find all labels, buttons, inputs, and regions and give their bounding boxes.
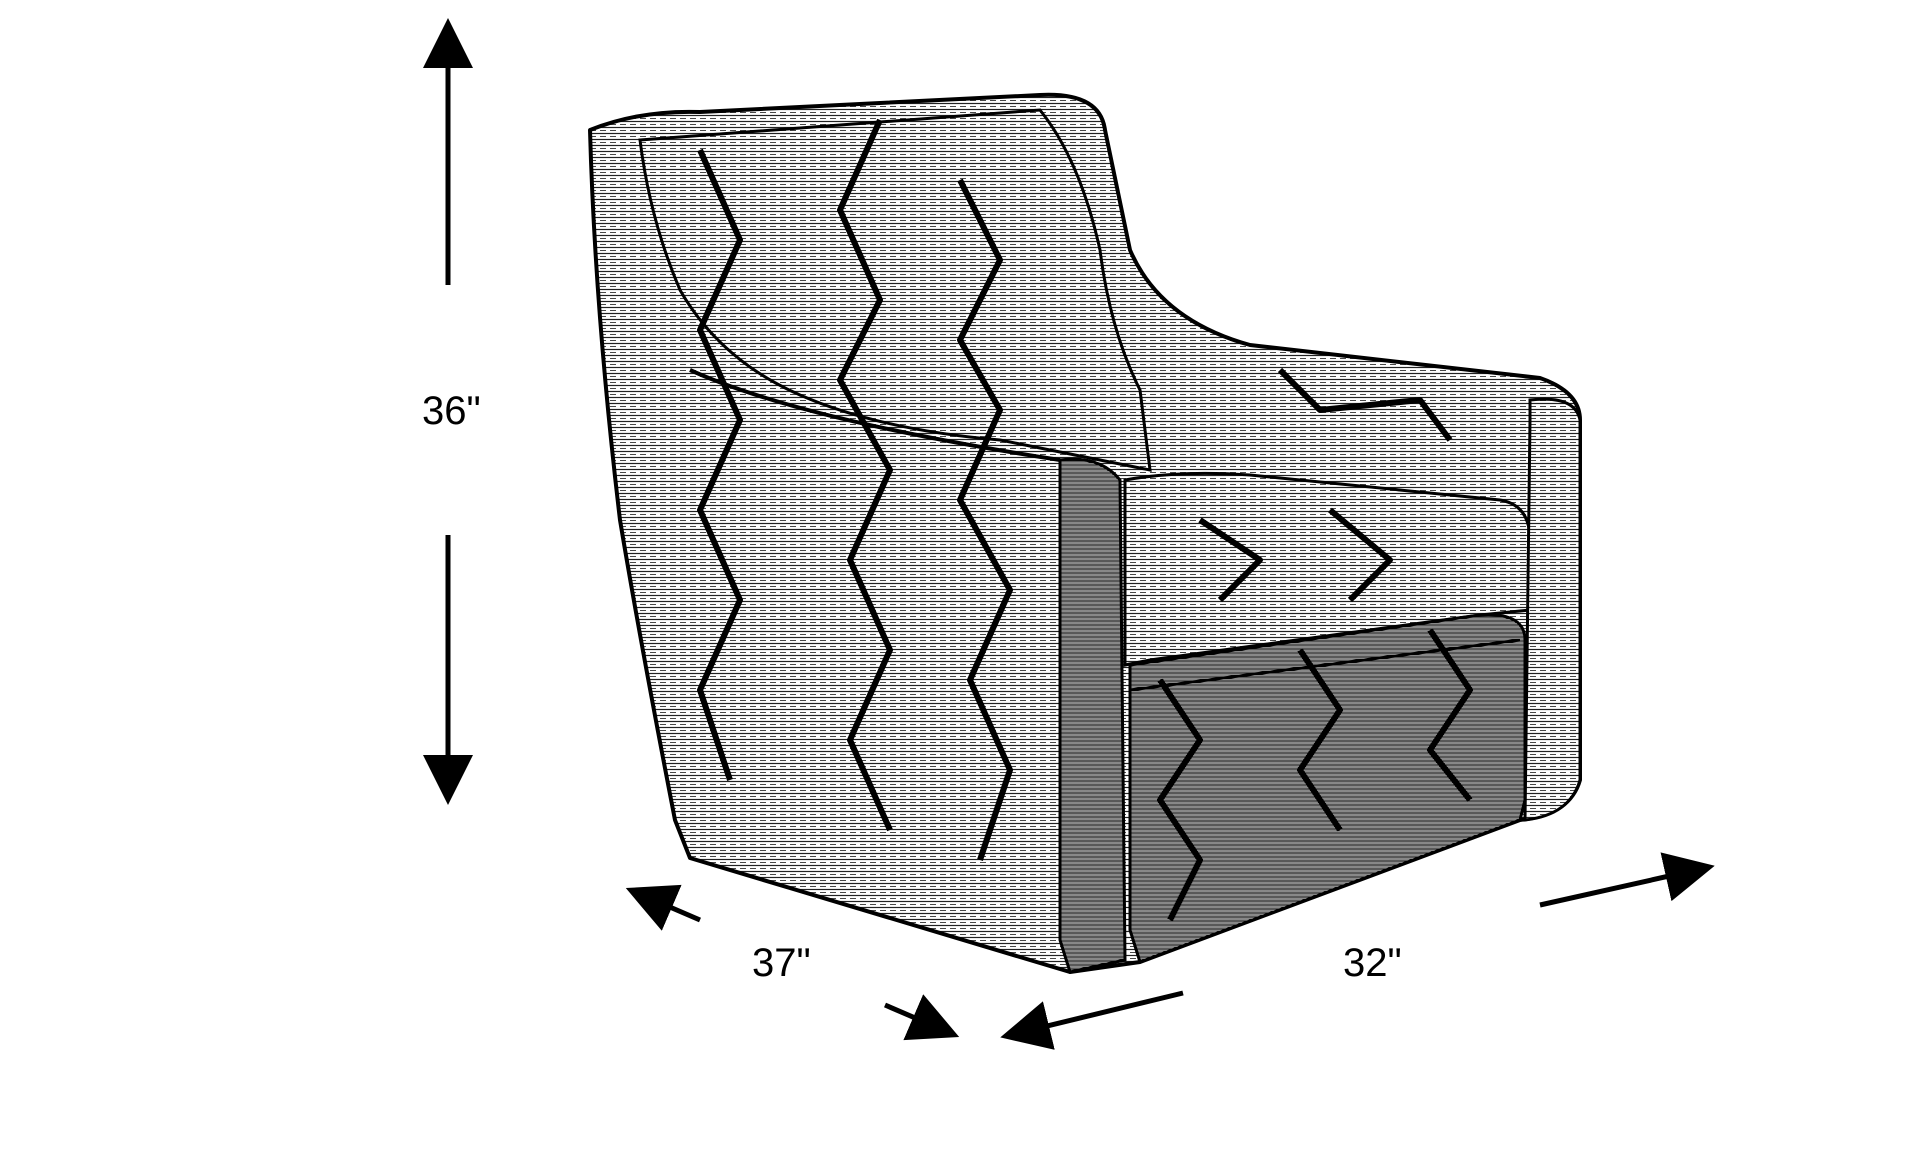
width-dimension-arrow xyxy=(1000,852,1715,1050)
skirt-seam xyxy=(1129,638,1521,692)
width-label: 32" xyxy=(1343,941,1402,985)
left-arm-front xyxy=(1058,457,1127,974)
front-panel xyxy=(1128,613,1527,964)
depth-label: 37" xyxy=(752,941,811,985)
height-label: 36" xyxy=(422,389,481,433)
right-arm xyxy=(1523,397,1582,822)
fabric-pattern xyxy=(697,118,1473,922)
armchair-illustration xyxy=(588,92,1582,974)
depth-dimension-arrow xyxy=(625,884,960,1041)
chair-back-recess xyxy=(638,108,1152,472)
